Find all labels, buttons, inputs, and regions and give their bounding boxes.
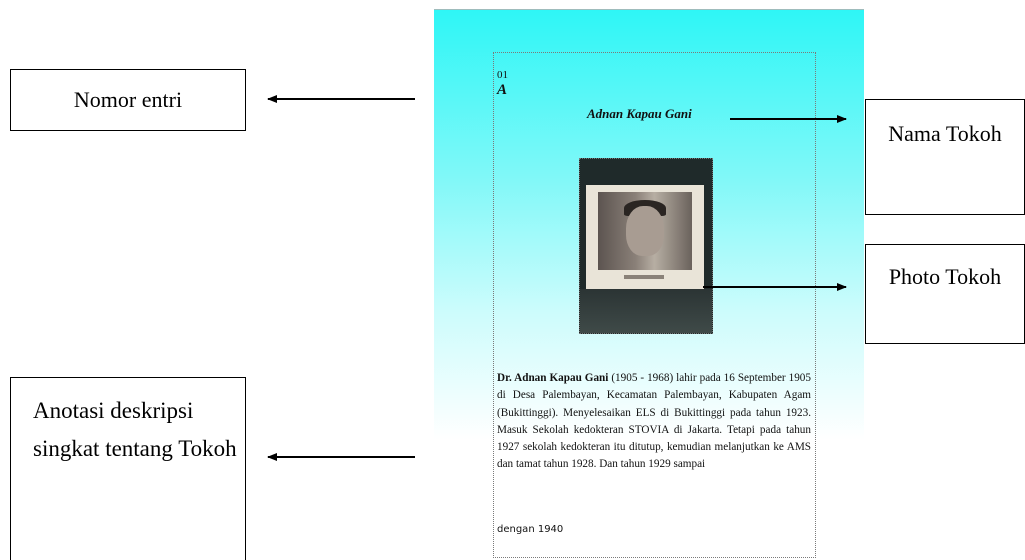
entry-letter: A [497,82,508,98]
tokoh-description: Dr. Adnan Kapau Gani (1905 - 1968) lahir… [497,370,811,474]
entry-page: 01 A Adnan Kapau Gani Dr. Adnan Kapau Ga… [434,9,864,560]
entry-content-frame: 01 A Adnan Kapau Gani Dr. Adnan Kapau Ga… [493,52,816,558]
anotasi-label: Anotasi deskripsi singkat tentang Tokoh [10,377,246,560]
nama-tokoh-label: Nama Tokoh [865,99,1025,215]
portrait-image [598,192,692,270]
photo-frame [586,185,704,289]
description-tail: dengan 1940 [497,524,564,535]
portrait-caption-strip [624,275,664,279]
description-body: (1905 - 1968) lahir pada 16 September 19… [497,372,811,471]
photo-tokoh-label: Photo Tokoh [865,244,1025,344]
tokoh-photo [579,158,713,334]
portrait-face [626,206,664,256]
entry-number: 01 [497,69,508,81]
nomor-entri-label: Nomor entri [10,69,246,131]
photo-base [580,289,712,333]
description-name: Dr. Adnan Kapau Gani [497,372,609,384]
tokoh-name: Adnan Kapau Gani [587,106,692,121]
